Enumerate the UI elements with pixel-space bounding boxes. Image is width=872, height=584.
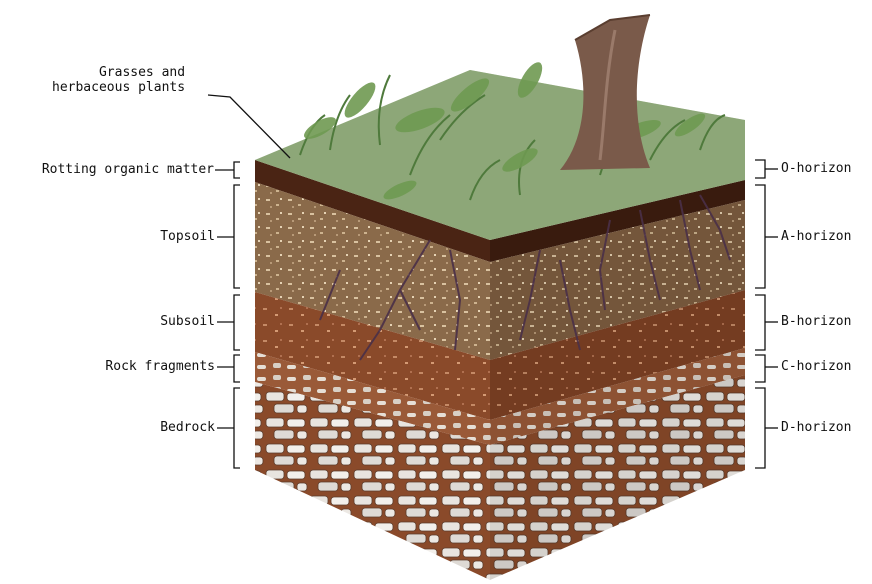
label-grasses-line1: Grasses and [52, 65, 185, 80]
label-subsoil: Subsoil [160, 314, 215, 329]
label-rock-fragments: Rock fragments [105, 359, 215, 374]
label-c-horizon: C-horizon [781, 359, 851, 374]
label-rotting-organic-matter: Rotting organic matter [42, 162, 214, 177]
label-grasses-line2: herbaceous plants [52, 80, 185, 95]
label-topsoil: Topsoil [160, 229, 215, 244]
label-o-horizon: O-horizon [781, 161, 851, 176]
label-a-horizon: A-horizon [781, 229, 851, 244]
label-b-horizon: B-horizon [781, 314, 851, 329]
label-bedrock: Bedrock [160, 420, 215, 435]
label-grasses: Grasses and herbaceous plants [52, 65, 185, 95]
label-d-horizon: D-horizon [781, 420, 851, 435]
